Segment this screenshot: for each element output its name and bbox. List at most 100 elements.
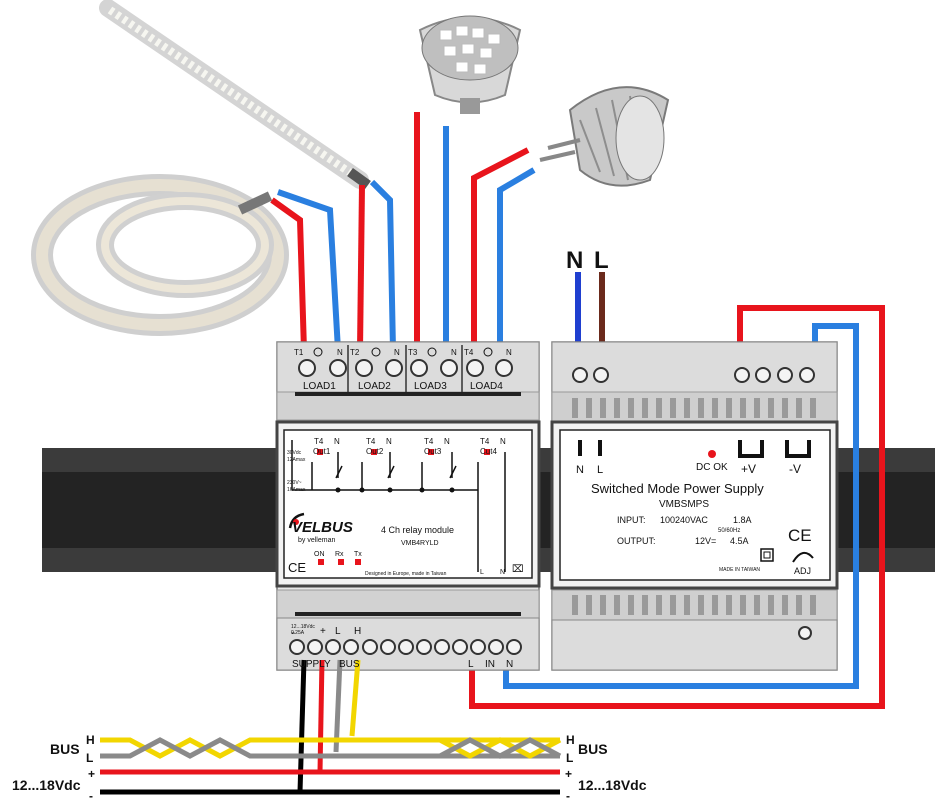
psu-adj: ADJ [794, 566, 811, 576]
psu-minus-v: -V [789, 462, 801, 476]
relay-out-label: Out3 [424, 447, 442, 456]
relay-top-terminal: T2 [350, 348, 360, 357]
relay-front-l: L [480, 569, 484, 576]
relay-out-n: N [334, 437, 340, 446]
relay-out-t: T4 [424, 437, 434, 446]
psu-dc-ok: DC OK [696, 462, 728, 473]
psu-input-current: 1.8A [733, 515, 752, 525]
led-strip-coil-image [31, 174, 289, 336]
relay-top-screws [298, 345, 513, 392]
relay-bottom-label: BUS [339, 659, 360, 670]
bus-left-l: L [86, 751, 93, 765]
load-label: LOAD3 [414, 381, 447, 392]
relay-top-terminal: N [451, 348, 457, 357]
relay-out-n: N [500, 437, 506, 446]
supply-plus: + [320, 626, 326, 637]
terminal-lamp-icons [313, 347, 493, 357]
relay-rating-ac-amps: 16Amax [287, 487, 306, 493]
supply-right-label: 12...18Vdc [578, 777, 647, 793]
relay-out-t: T4 [480, 437, 490, 446]
relay-rating-ac: 230V~ [287, 480, 302, 486]
velbus-logo [288, 512, 305, 529]
bus-right-h: H [566, 733, 575, 747]
psu-title: Switched Mode Power Supply [591, 481, 764, 496]
relay-top-terminal: N [506, 348, 512, 357]
bus-left-h: H [86, 733, 95, 747]
bus-right-l: L [566, 751, 573, 765]
bus-l-terminal: L [335, 626, 341, 637]
relay-top-terminal: N [394, 348, 400, 357]
relay-out-label: Out1 [313, 447, 331, 456]
load-wires [270, 112, 536, 351]
psu-vent-slots [572, 398, 816, 615]
supply-rating: 12...18Vdc [291, 624, 315, 630]
relay-module [275, 341, 541, 671]
supply-left-plus: + [88, 767, 95, 781]
load-label: LOAD1 [303, 381, 336, 392]
relay-bottom-label: N [506, 659, 513, 670]
dc-ok-led [708, 450, 716, 458]
psu-n-label: N [576, 464, 584, 476]
relay-leds [317, 449, 490, 565]
load-label: LOAD2 [358, 381, 391, 392]
psu-output-current: 4.5A [730, 536, 749, 546]
relay-model: VMB4RYLD [401, 540, 439, 547]
psu-front-marks [578, 440, 814, 563]
psu-input-freq: 50/60Hz [718, 528, 740, 534]
psu-l-label: L [597, 464, 603, 476]
psu-input-label: INPUT: [617, 515, 646, 525]
relay-top-terminal: N [337, 348, 343, 357]
relay-bottom-label: L [468, 659, 474, 670]
relay-led-label: Rx [335, 551, 344, 558]
relay-top-terminal: T1 [294, 348, 304, 357]
relay-rating-dc: 30Vdc [287, 450, 302, 456]
relay-brand: VELBUS [292, 519, 353, 536]
psu-ce-mark: CE [788, 526, 812, 545]
weee-icon: ⌧ [512, 564, 524, 575]
relay-out-t: T4 [366, 437, 376, 446]
supply-left-label: 12...18Vdc [12, 777, 81, 793]
relay-brand-sub: by velleman [298, 537, 335, 544]
bus-right-label: BUS [578, 741, 608, 757]
bus-lines [100, 737, 562, 795]
led-bar-image [99, 0, 371, 190]
relay-rating-dc-amps: 12Amax [287, 457, 306, 463]
supply-rating-amps: 0.25A [291, 630, 305, 636]
psu-to-relay-wires [469, 305, 885, 709]
relay-led-label: ON [314, 551, 325, 558]
load-label: LOAD4 [470, 381, 503, 392]
supply-left-minus: - [89, 789, 93, 803]
relay-led-label: Tx [354, 551, 362, 558]
supply-minus: - [291, 625, 295, 639]
bus-h-terminal: H [354, 626, 361, 637]
mains-n-label: N [566, 247, 583, 274]
psu-output-label: OUTPUT: [617, 536, 656, 546]
relay-out-label: Out2 [366, 447, 384, 456]
relay-bottom-label: IN [485, 659, 495, 670]
spot-lamp-1-image [418, 15, 522, 114]
relay-ce-mark: CE [288, 560, 306, 575]
mains-wires [575, 272, 605, 348]
relay-footer-note: Designed in Europe, made in Taiwan [365, 571, 447, 577]
supply-right-minus: - [566, 789, 570, 803]
relay-top-terminal: T4 [464, 348, 474, 357]
bus-left-label: BUS [50, 741, 80, 757]
psu-made-in: MADE IN TAIWAN [719, 567, 760, 573]
relay-out-n: N [444, 437, 450, 446]
spot-lamp-2-image [539, 86, 670, 187]
relay-front-n: N [500, 569, 505, 576]
relay-schematic-dots [335, 487, 455, 493]
mains-l-label: L [594, 247, 609, 274]
relay-out-t: T4 [314, 437, 324, 446]
supply-right-plus: + [565, 767, 572, 781]
psu-input-value: 100240VAC [660, 515, 708, 525]
relay-out-n: N [386, 437, 392, 446]
relay-module-name: 4 Ch relay module [381, 525, 454, 535]
relay-out-label: Cut4 [480, 447, 497, 456]
psu-screws [572, 367, 815, 640]
relay-bottom-label: SUPPLY [292, 659, 331, 670]
psu-output-value: 12V= [695, 536, 716, 546]
relay-bottom-screws [289, 639, 522, 655]
